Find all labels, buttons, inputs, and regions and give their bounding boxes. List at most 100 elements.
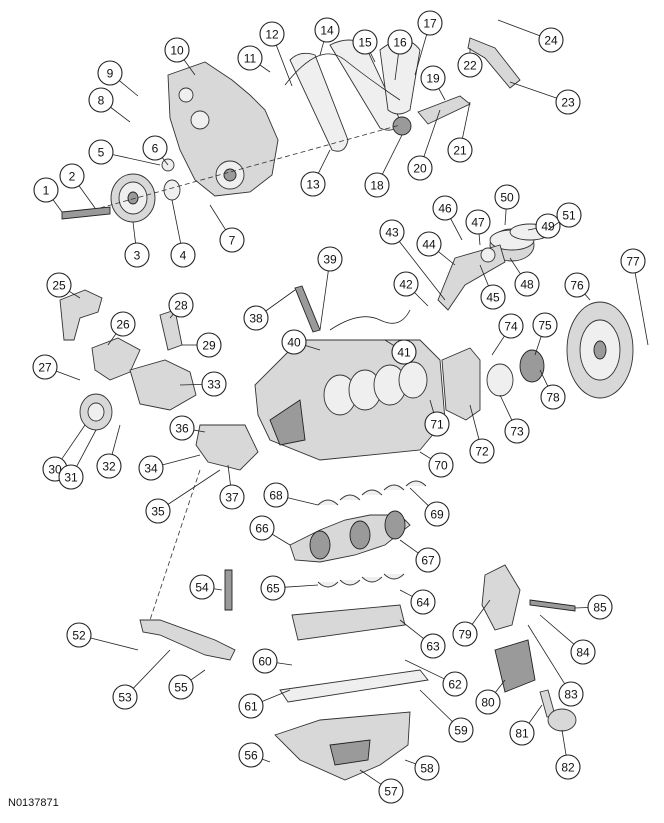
leader-line	[119, 80, 139, 97]
callout-circle	[416, 231, 442, 257]
callout-circle	[88, 87, 114, 113]
pulley-bolt	[61, 206, 111, 220]
leader-line	[429, 399, 435, 413]
oil-pressure-sender	[529, 599, 576, 612]
leader-line	[61, 424, 86, 460]
callout-circle	[219, 227, 245, 253]
callout-27: 27	[32, 354, 81, 381]
piston-assembly	[437, 223, 551, 311]
leader-line	[438, 88, 446, 101]
leader-line	[284, 584, 319, 588]
callout-number: 26	[116, 318, 130, 332]
callout-64: 64	[399, 589, 436, 615]
leader-line	[112, 154, 161, 166]
callout-circle	[448, 717, 474, 743]
callout-circle	[364, 172, 390, 198]
callout-11: 11	[237, 45, 271, 73]
callout-44: 44	[416, 231, 456, 266]
thermostat-housing	[91, 337, 141, 381]
timing-chain	[284, 39, 421, 152]
callout-number: 46	[438, 202, 452, 216]
chain-guide-right	[467, 37, 521, 89]
leader-line	[471, 599, 491, 625]
callout-78: 78	[539, 369, 566, 410]
callout-circle	[124, 242, 150, 268]
callout-59: 59	[419, 689, 474, 743]
callout-35: 35	[145, 469, 221, 524]
callout-circle	[410, 589, 436, 615]
callout-number: 1	[43, 184, 50, 198]
callout-circle	[570, 639, 596, 665]
callout-circle	[260, 575, 286, 601]
callout-74: 74	[491, 313, 524, 356]
callout-number: 25	[52, 279, 66, 293]
bearing-cap-girdle	[291, 604, 406, 641]
callout-circle	[59, 163, 85, 189]
callout-circle	[480, 284, 506, 310]
callout-number: 20	[413, 162, 427, 176]
callout-9: 9	[97, 60, 139, 97]
callout-circle	[252, 648, 278, 674]
callout-number: 85	[593, 601, 607, 615]
callout-circle	[138, 455, 164, 481]
callout-number: 9	[107, 67, 114, 81]
dipstick-tube-stud	[224, 569, 233, 611]
callout-number: 5	[98, 146, 105, 160]
upper-main-bearings	[317, 480, 427, 506]
callout-number: 14	[320, 24, 334, 38]
leader-line	[497, 19, 540, 37]
callout-82: 82	[555, 729, 581, 780]
callout-number: 80	[481, 696, 495, 710]
callout-46: 46	[432, 195, 463, 241]
leader-line	[162, 454, 201, 466]
callout-circle	[457, 52, 483, 78]
crankshaft	[289, 510, 411, 563]
leader-line	[419, 451, 432, 460]
callout-number: 13	[306, 178, 320, 192]
leader-line	[287, 497, 319, 506]
callout-number: 64	[416, 596, 430, 610]
callout-number: 55	[174, 681, 188, 695]
callout-circle	[249, 515, 275, 541]
callout-circle	[243, 305, 269, 331]
leader-line	[227, 464, 231, 486]
callout-36: 36	[169, 415, 206, 441]
callout-45: 45	[479, 264, 506, 310]
callout-31: 31	[58, 429, 97, 490]
callout-number: 15	[358, 36, 372, 50]
callout-60: 60	[252, 648, 293, 674]
callout-circle	[538, 27, 564, 53]
leader-line	[318, 149, 331, 174]
leader-line	[527, 227, 537, 231]
callout-75: 75	[532, 312, 558, 356]
callout-57: 57	[359, 769, 404, 804]
leader-line	[462, 101, 471, 139]
leader-line	[276, 662, 293, 666]
callout-51: 51	[547, 202, 582, 231]
callout-48: 48	[509, 257, 540, 297]
callout-77: 77	[620, 248, 649, 346]
leader-line	[161, 157, 169, 166]
leader-line	[52, 199, 63, 213]
callout-22: 22	[457, 48, 483, 78]
leader-line	[634, 272, 649, 346]
leader-line	[399, 539, 419, 554]
callout-circle	[420, 633, 446, 659]
callout-21: 21	[447, 101, 473, 163]
callout-number: 62	[448, 678, 462, 692]
callout-10: 10	[164, 37, 196, 76]
callout-number: 28	[174, 299, 188, 313]
callout-circle	[219, 484, 245, 510]
callout-number: 29	[202, 339, 216, 353]
callout-58: 58	[404, 755, 440, 781]
leader-line	[169, 313, 174, 319]
callout-number: 27	[38, 361, 52, 375]
callout-83: 83	[527, 624, 584, 707]
callout-circle	[428, 452, 454, 478]
callout-33: 33	[179, 371, 227, 397]
callout-circle	[620, 248, 646, 274]
callout-circle	[407, 155, 433, 181]
callout-number: 81	[515, 727, 529, 741]
leader-line	[409, 487, 429, 506]
